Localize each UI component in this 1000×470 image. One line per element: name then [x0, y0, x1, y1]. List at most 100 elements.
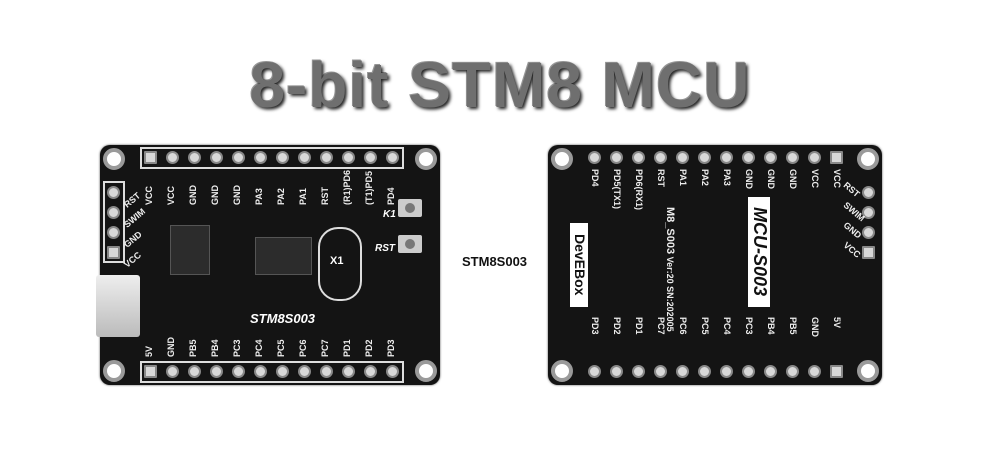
version: Ver:20	[665, 256, 675, 284]
serial-number: SN:202005	[665, 286, 675, 332]
header-pin	[862, 226, 875, 239]
header-pin	[107, 226, 120, 239]
header-pin	[364, 365, 377, 378]
pin-label: GND	[810, 317, 820, 337]
mounting-hole	[857, 148, 879, 170]
header-pin	[254, 151, 267, 164]
header-pin	[862, 246, 875, 259]
pin-label: PC7	[656, 317, 666, 335]
board-caption: STM8S003	[462, 254, 528, 269]
header-pin	[862, 186, 875, 199]
header-pin	[588, 151, 601, 164]
left-header-outline	[103, 181, 125, 263]
pin-label: 5V	[144, 345, 154, 357]
reset-button[interactable]	[398, 235, 422, 253]
header-pin	[830, 151, 843, 164]
pin-label: PD4	[590, 169, 600, 187]
header-pin	[276, 365, 289, 378]
mounting-hole	[103, 148, 125, 170]
header-pin	[188, 151, 201, 164]
header-pin	[698, 151, 711, 164]
pin-label: PA1	[678, 169, 688, 186]
pin-label: PC4	[254, 339, 264, 357]
pin-label: VCC	[841, 240, 863, 260]
pin-label: (T1)PD5	[364, 170, 374, 205]
crystal-label: X1	[330, 255, 344, 267]
header-pin	[166, 151, 179, 164]
header-pin	[588, 365, 601, 378]
mounting-hole	[551, 148, 573, 170]
pin-label: PC6	[678, 317, 688, 335]
pin-label: PC6	[298, 339, 308, 357]
pin-label: RST	[841, 180, 862, 200]
k1-button[interactable]	[398, 199, 422, 217]
header-pin	[166, 365, 179, 378]
header-pin	[232, 151, 245, 164]
board-id: M8_S003	[664, 207, 676, 255]
header-pin	[210, 365, 223, 378]
crystal: X1	[318, 227, 362, 301]
mounting-hole	[415, 148, 437, 170]
pin-label: GND	[210, 185, 220, 205]
chip-silkscreen: STM8S003	[250, 311, 316, 326]
header-pin	[676, 365, 689, 378]
pin-label: PC7	[320, 339, 330, 357]
pin-label: PA1	[298, 188, 308, 205]
pin-label: VCC	[810, 169, 820, 189]
pin-label: PD1	[634, 317, 644, 335]
model-label: MCU-S003	[748, 197, 770, 307]
k1-label: K1	[383, 209, 396, 220]
header-pin	[654, 151, 667, 164]
pin-label: PD3	[590, 317, 600, 335]
pin-label: PD5(TX1)	[612, 169, 622, 210]
header-pin	[764, 365, 777, 378]
pin-label: GND	[166, 337, 176, 357]
header-pin	[808, 365, 821, 378]
pin-label: PD6(RX1)	[634, 169, 644, 211]
header-pin	[210, 151, 223, 164]
pin-label: PC3	[744, 317, 754, 335]
header-pin	[720, 151, 733, 164]
pin-label: PA2	[700, 169, 710, 186]
header-pin	[830, 365, 843, 378]
header-pin	[188, 365, 201, 378]
header-pin	[386, 365, 399, 378]
mounting-hole	[103, 360, 125, 382]
pin-label: PC3	[232, 339, 242, 357]
header-pin	[320, 365, 333, 378]
header-pin	[144, 365, 157, 378]
pin-label: VCC	[832, 169, 842, 189]
header-pin	[808, 151, 821, 164]
pin-label: PD3	[386, 339, 396, 357]
mounting-hole	[415, 360, 437, 382]
pin-label: (R1)PD6	[342, 169, 352, 205]
pin-label: PB5	[788, 317, 798, 335]
board-back-photo: DevEBox MCU-S003 M8_S003 Ver:20 SN:20200…	[548, 145, 882, 385]
header-pin	[610, 365, 623, 378]
pin-label: PC5	[276, 339, 286, 357]
header-pin	[144, 151, 157, 164]
pin-label: RST	[320, 187, 330, 205]
header-pin	[862, 206, 875, 219]
pin-label: PC5	[700, 317, 710, 335]
pin-label: PD1	[342, 339, 352, 357]
header-pin	[610, 151, 623, 164]
header-pin	[676, 151, 689, 164]
header-pin	[786, 151, 799, 164]
header-pin	[632, 365, 645, 378]
header-pin	[342, 151, 355, 164]
pin-label: PA3	[722, 169, 732, 186]
header-pin	[742, 365, 755, 378]
pin-label: VCC	[122, 249, 143, 270]
header-pin	[107, 186, 120, 199]
pin-label: GND	[788, 169, 798, 189]
mounting-hole	[551, 360, 573, 382]
header-pin	[786, 365, 799, 378]
pin-label: PB4	[210, 339, 220, 357]
pin-label: GND	[188, 185, 198, 205]
micro-usb-port	[96, 275, 140, 337]
header-pin	[342, 365, 355, 378]
board-info: M8_S003 Ver:20 SN:202005	[664, 207, 676, 332]
header-pin	[298, 365, 311, 378]
pin-label: GND	[766, 169, 776, 189]
